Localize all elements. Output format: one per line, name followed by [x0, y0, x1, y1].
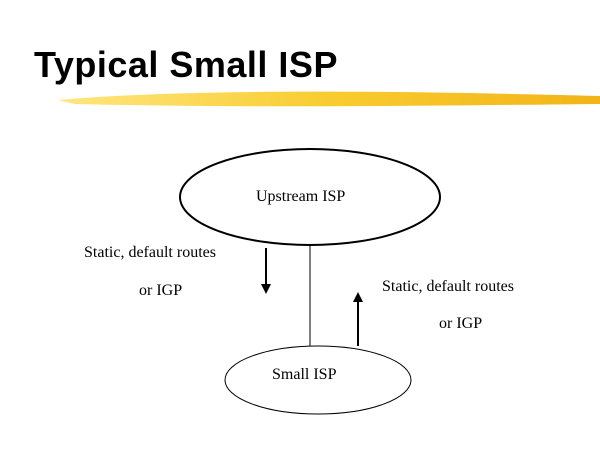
right-label-line2: or IGP	[439, 315, 483, 332]
small-isp-label: Small ISP	[272, 366, 337, 383]
up-arrow-head	[353, 292, 363, 302]
left-label-line2: or IGP	[139, 282, 183, 299]
upstream-isp-label: Upstream ISP	[256, 188, 346, 205]
slide-title: Typical Small ISP	[34, 44, 338, 85]
title-underline-brush	[58, 91, 600, 107]
down-arrow-head	[261, 284, 271, 294]
left-label-line1: Static, default routes	[84, 244, 216, 261]
small-isp-node	[224, 345, 412, 415]
right-label-line1: Static, default routes	[382, 278, 514, 295]
